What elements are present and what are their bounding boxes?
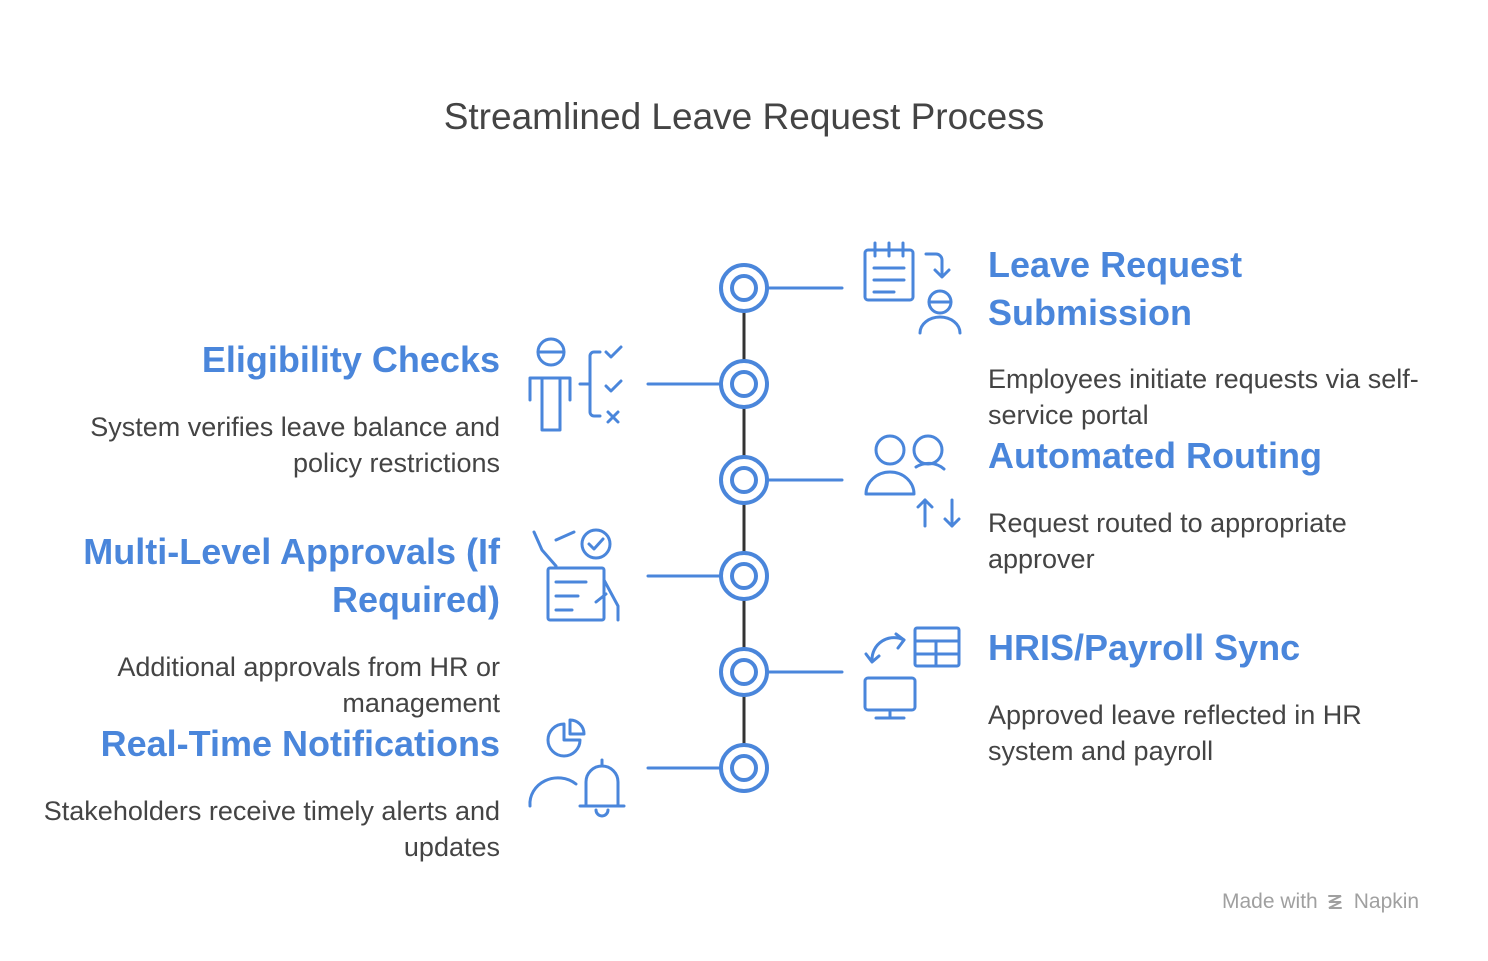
- step-description-automated-routing: Request routed to appropriate approver: [988, 508, 1347, 574]
- person-checklist-icon: [528, 337, 623, 432]
- step-heading-hris-payroll-sync: HRIS/Payroll Sync: [988, 627, 1301, 668]
- diagram-title: Streamlined Leave Request Process: [443, 96, 1045, 137]
- timeline-node-3: [719, 455, 769, 505]
- timeline-node-2: [719, 359, 769, 409]
- footer-brand: Napkin: [1353, 890, 1420, 913]
- step-heading-eligibility-checks: Eligibility Checks: [201, 339, 500, 380]
- timeline-node-1: [719, 263, 769, 313]
- step-description-leave-request-submission: Employees initiate requests via self-ser…: [988, 364, 1419, 430]
- step-heading-multi-level-approvals: Multi-Level Approvals (If Required): [83, 531, 500, 620]
- step-description-multi-level-approvals: Additional approvals from HR or manageme…: [117, 652, 500, 718]
- clipboard-user-icon: [863, 241, 962, 335]
- step-description-eligibility-checks: System verifies leave balance and policy…: [90, 412, 500, 478]
- step-heading-real-time-notifications: Real-Time Notifications: [100, 723, 500, 764]
- step-heading-automated-routing: Automated Routing: [988, 435, 1322, 476]
- person-bell-icon: [528, 718, 626, 818]
- footer-prefix: Made with: [1222, 890, 1318, 913]
- timeline-node-4: [719, 551, 769, 601]
- table-monitor-sync-icon: [863, 626, 961, 720]
- step-description-hris-payroll-sync: Approved leave reflected in HR system an…: [988, 700, 1362, 766]
- step-description-real-time-notifications: Stakeholders receive timely alerts and u…: [43, 796, 500, 862]
- made-with-napkin-badge: Made with Napkin: [1222, 890, 1419, 914]
- users-transfer-icon: [864, 434, 961, 528]
- timeline-node-6: [719, 743, 769, 793]
- timeline-node-5: [719, 647, 769, 697]
- document-sign-icon: [532, 528, 620, 622]
- napkin-logo-icon: [1327, 895, 1342, 909]
- step-heading-leave-request-submission: Leave Request Submission: [988, 244, 1243, 333]
